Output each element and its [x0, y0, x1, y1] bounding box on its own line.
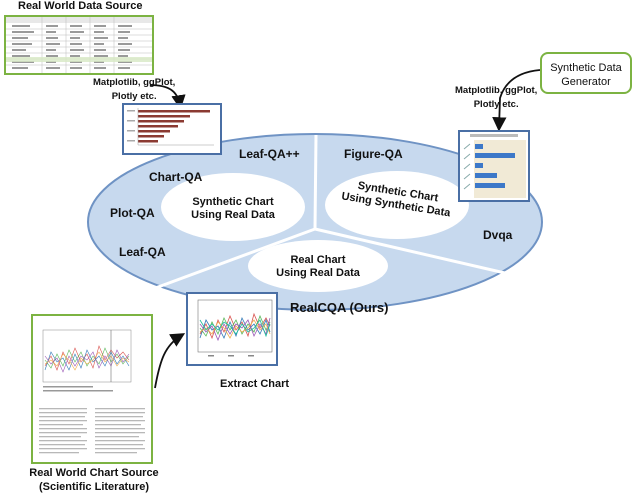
generator-label-line2: Generator — [561, 76, 611, 88]
synthetic-bar-thumbnail-graphic — [463, 134, 526, 198]
curved-arrow-icon — [492, 69, 541, 132]
tools-right-line2: Plotly etc. — [473, 99, 519, 110]
tools-top-line2: Plotly etc. — [111, 91, 157, 102]
dataset-label-realcqa: RealCQA (Ours) — [290, 300, 389, 315]
synthetic-data-generator-box: Synthetic Data Generator — [540, 52, 632, 94]
real-data-table-thumbnail — [4, 15, 154, 75]
generator-label-line1: Synthetic Data — [550, 62, 622, 74]
paper-page-graphic — [39, 329, 145, 454]
tools-label-top: Matplotlib, ggPlot, Plotly etc. — [93, 76, 175, 104]
inner-bottom-line2: Using Real Data — [276, 267, 360, 279]
curved-arrow-icon — [149, 84, 186, 110]
inner-label-left: Synthetic Chart Using Real Data — [168, 196, 298, 222]
synthetic-real-data-chart-thumbnail — [122, 103, 222, 155]
real-data-source-title: Real World Data Source — [18, 0, 143, 12]
inner-label-bottom: Real Chart Using Real Data — [253, 254, 383, 280]
sector-divider-right — [314, 227, 536, 282]
tools-right-line1: Matplotlib, ggPlot, — [455, 85, 538, 96]
tools-top-line1: Matplotlib, ggPlot, — [93, 77, 176, 88]
dataset-label-leafqa-plus: Leaf-QA++ — [239, 147, 300, 161]
dataset-label-dvqa: Dvqa — [483, 228, 513, 242]
dataset-label-plotqa: Plot-QA — [110, 206, 155, 220]
real-chart-source-title: Real World Chart Source (Scientific Lite… — [14, 466, 174, 494]
tools-label-right: Matplotlib, ggPlot, Plotly etc. — [455, 84, 537, 112]
extracted-chart-graphic — [197, 299, 273, 357]
extract-chart-label: Extract Chart — [220, 378, 290, 390]
real-chart-source-line2: (Scientific Literature) — [38, 481, 150, 493]
dataset-label-leafqa: Leaf-QA — [119, 245, 166, 259]
hbar-thumbnail-graphic — [127, 108, 214, 146]
inner-ellipse-right — [325, 171, 469, 239]
table-thumbnail-graphic — [6, 17, 152, 73]
inner-ellipse-left — [161, 173, 305, 241]
dataset-label-figureqa: Figure-QA — [344, 147, 403, 161]
inner-left-line2: Using Real Data — [191, 209, 275, 221]
scientific-paper-thumbnail — [31, 314, 153, 464]
extracted-real-chart-thumbnail — [186, 292, 278, 366]
sector-divider-left — [149, 227, 316, 292]
inner-left-line1: Synthetic Chart — [192, 196, 274, 208]
curved-arrow-icon — [154, 333, 186, 389]
dataset-label-chartqa: Chart-QA — [149, 170, 203, 184]
inner-bottom-line1: Real Chart — [290, 254, 346, 266]
inner-ellipse-bottom — [248, 240, 388, 292]
synthetic-synthetic-data-chart-thumbnail — [458, 130, 530, 202]
sector-divider-top — [313, 134, 318, 230]
real-chart-source-line1: Real World Chart Source — [29, 467, 159, 479]
